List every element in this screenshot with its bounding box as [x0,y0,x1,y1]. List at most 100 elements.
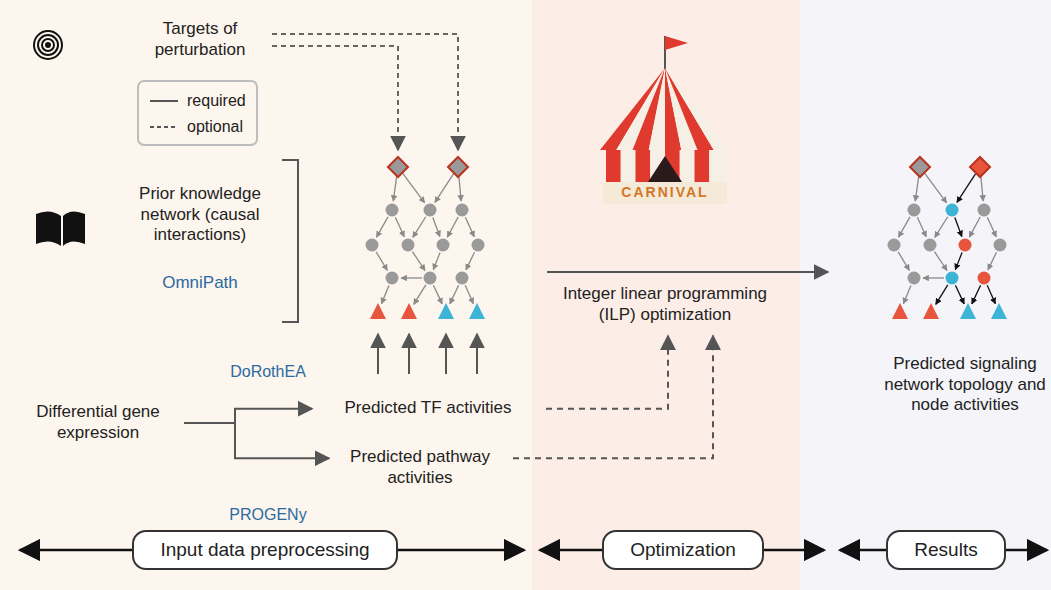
legend-text: optional [187,118,243,136]
tent-door [648,156,682,182]
protein-node [437,239,450,252]
drawing-part [38,35,58,55]
book-icon [36,211,85,246]
network-edge [395,217,404,237]
tf-triangle [960,303,976,319]
tf-triangle [469,303,485,319]
protein-node [978,204,991,217]
main-arrow [547,271,828,273]
protein-node [366,239,379,252]
stage-box: Optimization [602,530,764,571]
legend-line [150,126,178,128]
legend-sample [149,96,179,106]
network-edge [376,217,388,237]
network-edge [903,285,911,303]
connector [513,336,713,459]
network-edge [955,217,962,236]
legend-text: required [187,92,246,110]
legend-sample [149,122,179,132]
tent-band [603,182,727,204]
network-edge [935,217,948,238]
network-edge [915,175,919,201]
stage-box: Results [886,530,1005,571]
caption: Predicted signaling network topology and… [880,354,1050,416]
node-text: Input data preprocessing [160,539,369,562]
network-edge [413,217,426,238]
tf-triangle [991,303,1007,319]
tf-triangle [401,303,417,319]
node-text: Differential gene expression [18,402,178,443]
protein-node [946,204,959,217]
bracket [282,160,298,322]
legend-row: required [139,88,256,114]
tf-triangle [923,303,939,319]
network-edge [955,252,962,269]
panel-ground [0,0,532,590]
network-edge [381,285,389,303]
protein-node [924,239,937,252]
drawing-part [476,334,478,374]
node-text: Optimization [630,539,736,562]
network-edge [988,252,997,270]
network-edge [923,277,944,278]
network-edge [450,285,459,304]
protein-node [888,239,901,252]
tent-stripe [665,68,730,150]
tent-stripe [633,68,666,150]
network-illustration [366,157,486,319]
protein-node [424,204,437,217]
network-edge [987,217,996,237]
protein-node [959,239,972,252]
network-edge [403,173,425,202]
network-edge [898,252,909,270]
connector [546,336,668,409]
tent-icon [600,36,730,204]
drawing-part [36,211,61,246]
network-edge [401,277,422,278]
network-edge [433,217,440,236]
network-edge [459,175,461,201]
node-text: Predicted pathway activities [335,447,505,488]
network-edge [955,285,964,304]
drawing-part [34,31,62,59]
protein-node [402,239,415,252]
protein-node [456,204,469,217]
tf-triangle [892,303,908,319]
connector [184,409,312,423]
network-edge [376,252,387,270]
tf-triangle [370,303,386,319]
protein-node [908,272,921,285]
protein-node [994,239,1007,252]
drawing-part [272,46,398,150]
drawing-part [46,43,50,47]
protein-node [456,272,469,285]
panel-ground [800,0,1051,590]
tf-triangle [438,303,454,319]
protein-node [946,272,959,285]
node-text: Predicted TF activities [318,398,538,419]
text-node: Differential gene expression [18,402,178,443]
network-edge [969,217,980,237]
network-illustration [888,157,1008,319]
drawing-part [377,334,379,374]
legend-row: optional [139,114,256,140]
tent-stripe [600,68,665,150]
target-icon [34,31,62,59]
flag [665,36,688,50]
text-node: Predicted pathway activities [335,447,505,488]
tent-stripe [649,68,665,150]
network-edge [465,217,474,237]
protein-node [978,272,991,285]
network-edge [972,285,981,304]
target-arrows [272,34,458,150]
text-node: Predicted TF activities [318,398,538,419]
network-edge [433,285,442,304]
protein-node [908,204,921,217]
source-name: OmniPath [162,273,238,294]
edge-label: DoRothEA [227,363,309,381]
drawing-part [42,39,54,51]
protein-node [424,272,437,285]
target-diamond [970,157,990,177]
drawing-part [445,334,447,374]
